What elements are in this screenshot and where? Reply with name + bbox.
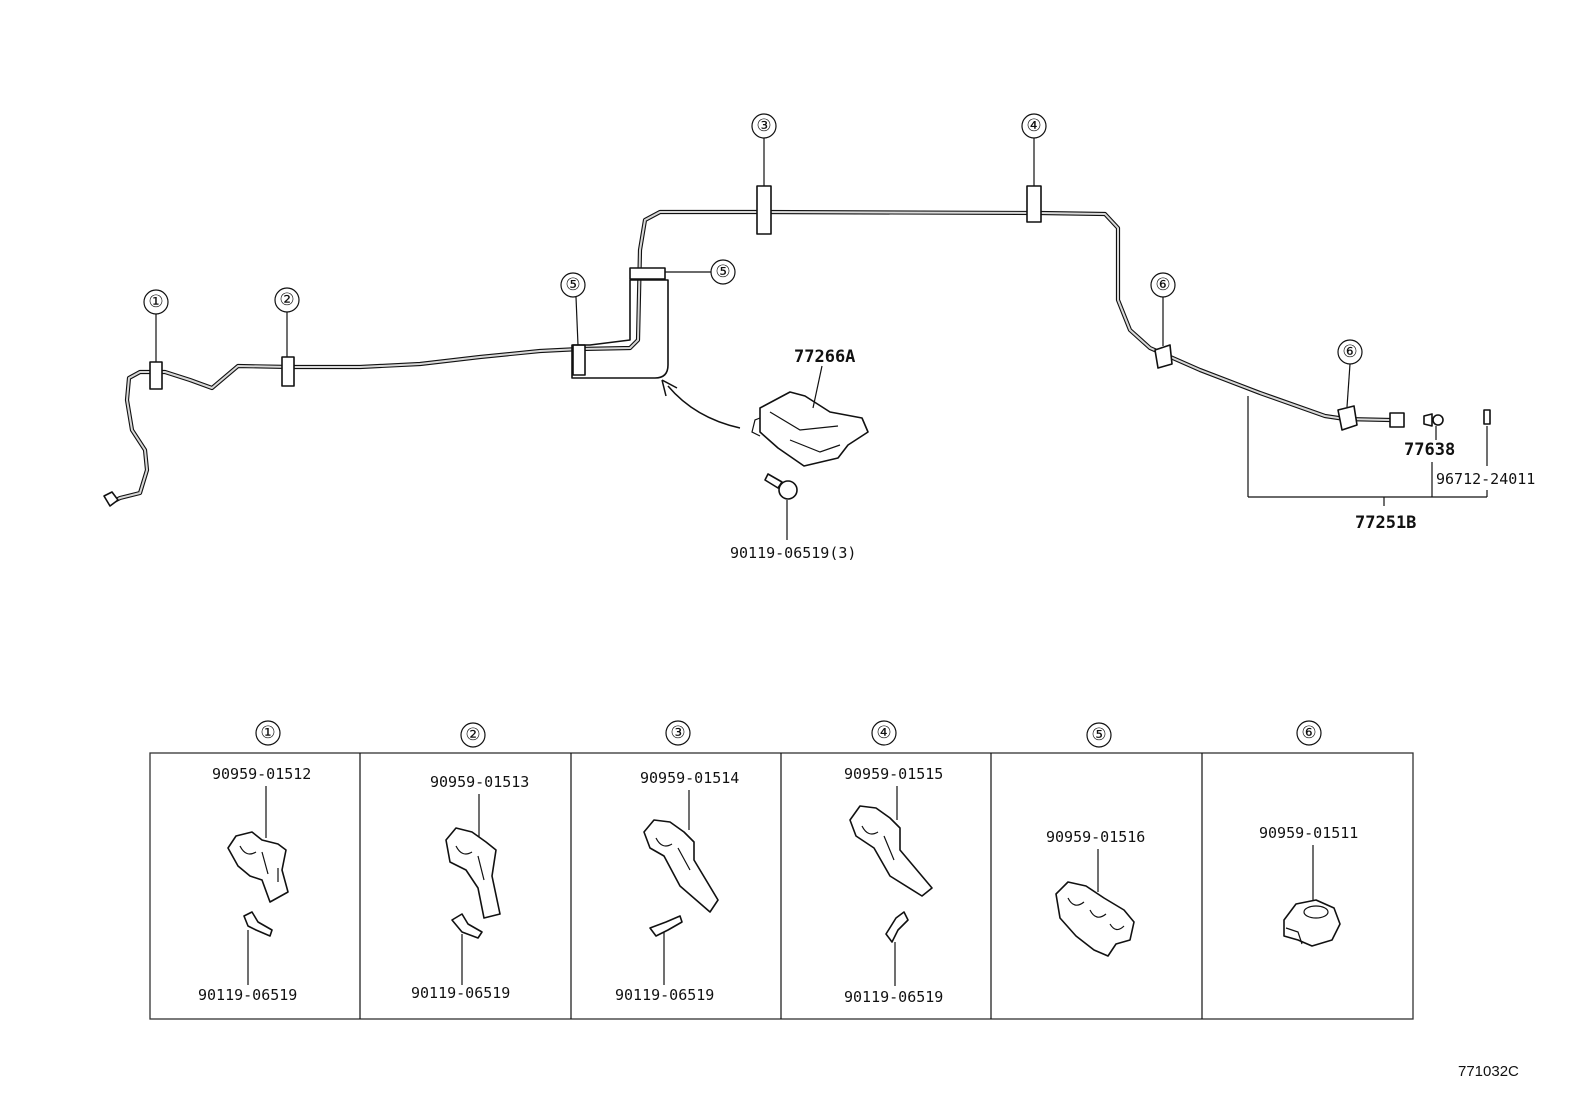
callout-5b: ⑤ xyxy=(715,262,730,282)
panel-1-callout: ① xyxy=(260,723,275,743)
panel-6-clamp-label: 90959-01511 xyxy=(1259,824,1358,842)
clamp-1-marker xyxy=(149,361,163,390)
detail-panel-6: ⑥ 90959-01511 xyxy=(1259,720,1358,947)
panel-2-callout: ② xyxy=(465,725,480,745)
pin-96712: 96712-24011 xyxy=(1436,409,1535,488)
callout-4: ④ xyxy=(1026,116,1041,136)
label-77251B: 77251B xyxy=(1355,513,1416,533)
panel-5-clamp-label: 90959-01516 xyxy=(1046,828,1145,846)
callout-6a: ⑥ xyxy=(1155,275,1170,295)
assembly-77251B: 77251B xyxy=(1247,396,1488,533)
clamp-6b-marker xyxy=(1337,405,1358,431)
clamp-4-marker xyxy=(1026,185,1042,223)
label-77266A: 77266A xyxy=(794,347,855,367)
detail-panel-2: ② 90959-01513 90119-06519 xyxy=(411,722,529,1002)
panel-5-callout: ⑤ xyxy=(1091,725,1106,745)
main-callouts: ① ② ⑤ ⑤ ③ ④ ⑥ ⑥ xyxy=(143,113,1363,408)
clamp-5a-marker xyxy=(572,344,586,376)
clamp-2-marker xyxy=(281,356,295,387)
detail-panel-3: ③ 90959-01514 90119-06519 xyxy=(615,720,739,1004)
callout-2: ② xyxy=(279,290,294,310)
panel-2-clamp-label: 90959-01513 xyxy=(430,773,529,791)
panel-3-callout: ③ xyxy=(670,723,685,743)
panel-4-callout: ④ xyxy=(876,723,891,743)
panel-4-bolt-label: 90119-06519 xyxy=(844,988,943,1006)
clamp-3-marker xyxy=(756,185,772,235)
panel-6-callout: ⑥ xyxy=(1301,723,1316,743)
bolt-main: 90119-06519(3) xyxy=(730,473,856,562)
detail-panel-5: ⑤ 90959-01516 xyxy=(1046,722,1145,957)
clamp-5b-marker xyxy=(629,267,666,280)
callout-6b: ⑥ xyxy=(1342,342,1357,362)
detail-panel-4: ④ 90959-01515 90119-06519 xyxy=(844,720,943,1006)
panel-3-bolt-label: 90119-06519 xyxy=(615,986,714,1004)
bracket-outline xyxy=(571,279,669,379)
panel-1-bolt-label: 90119-06519 xyxy=(198,986,297,1004)
diagram-reference-code: 771032C xyxy=(1458,1063,1519,1080)
label-bolt-main: 90119-06519(3) xyxy=(730,544,856,562)
bracket-77266A: 77266A xyxy=(751,347,869,467)
fuel-tube xyxy=(103,209,1405,507)
grommet-77638: 77638 xyxy=(1404,413,1455,460)
callout-3: ③ xyxy=(756,116,771,136)
label-96712: 96712-24011 xyxy=(1436,470,1535,488)
callout-5a: ⑤ xyxy=(565,275,580,295)
panel-3-clamp-label: 90959-01514 xyxy=(640,769,739,787)
tube-clamps xyxy=(149,185,1358,431)
detail-panel-1: ① 90959-01512 90119-06519 xyxy=(198,720,311,1004)
callout-1: ① xyxy=(148,292,163,312)
label-77638: 77638 xyxy=(1404,440,1455,460)
panel-2-bolt-label: 90119-06519 xyxy=(411,984,510,1002)
detail-panels: ① 90959-01512 90119-06519 ② 90959-01513 … xyxy=(149,720,1414,1020)
clamp-6a-marker xyxy=(1154,344,1173,369)
panel-4-clamp-label: 90959-01515 xyxy=(844,765,943,783)
panel-1-clamp-label: 90959-01512 xyxy=(212,765,311,783)
install-arrow xyxy=(661,379,741,429)
